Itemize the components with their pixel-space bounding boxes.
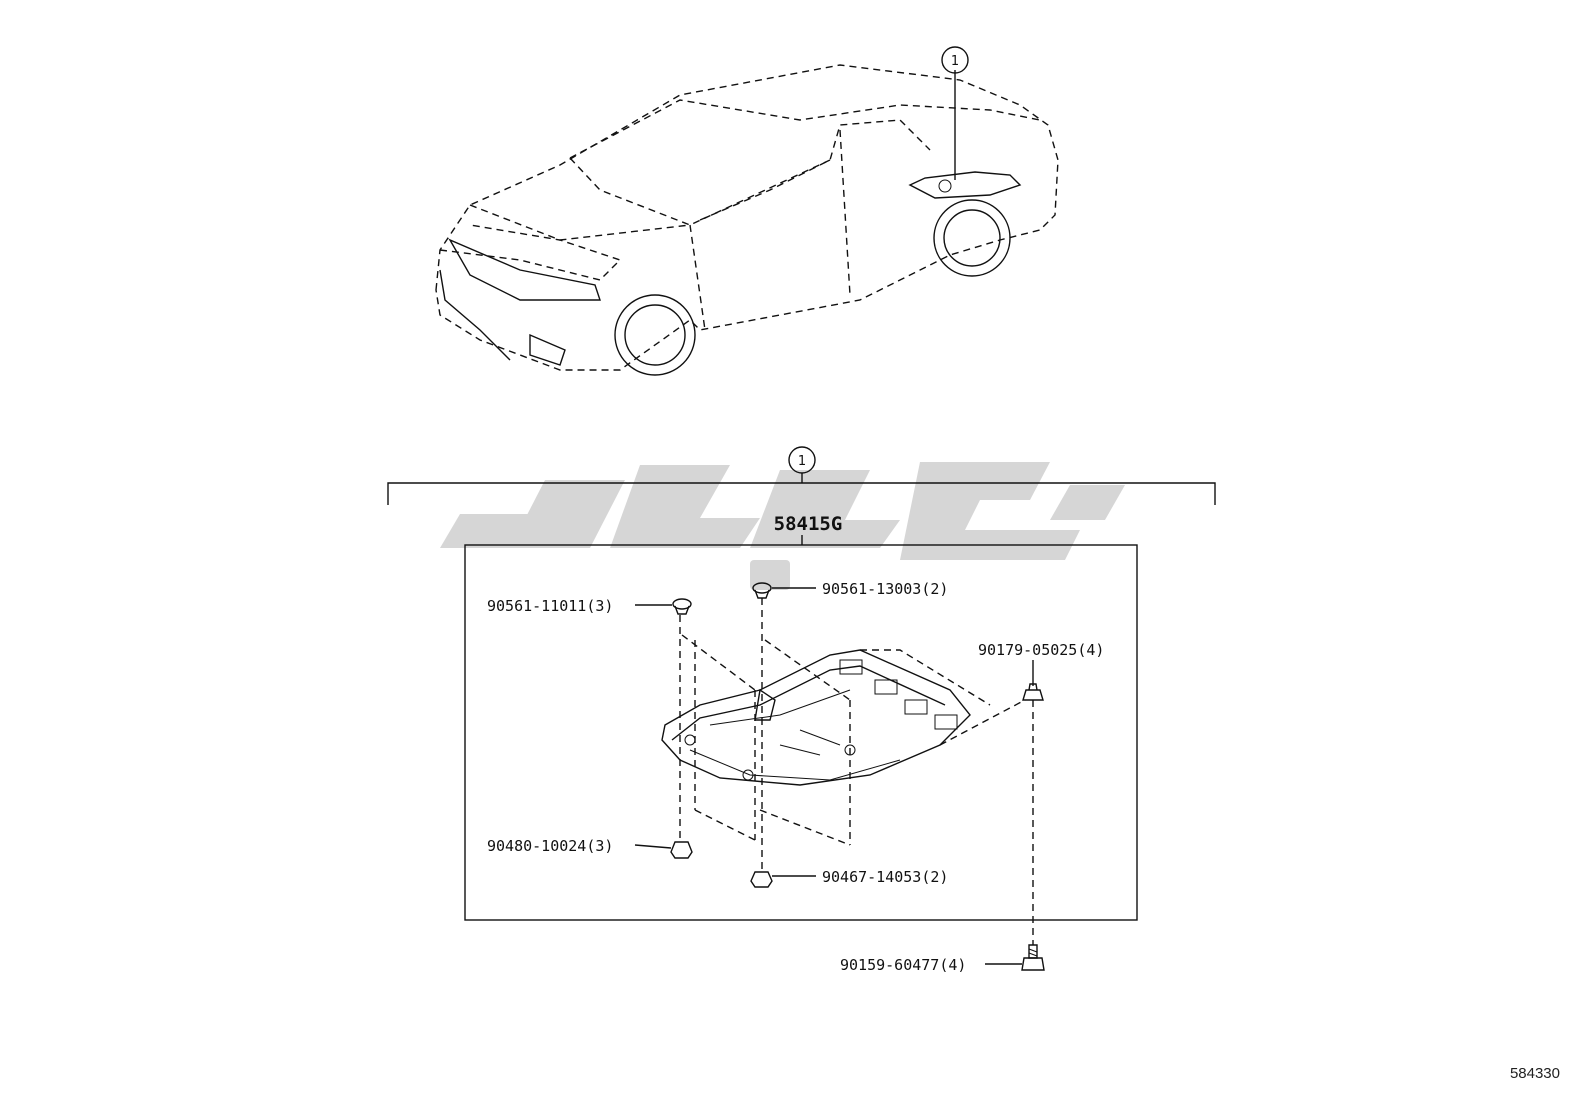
under-cover-panel — [661, 649, 971, 786]
part-label-90561-13003: 90561-13003(2) — [822, 580, 948, 598]
assembly-box — [464, 544, 1138, 921]
figure-number: 584330 — [1510, 1065, 1560, 1082]
fastener-nut-4 — [670, 841, 693, 859]
assembly-part-number: 58415G — [774, 513, 843, 535]
part-label-90159-60477: 90159-60477(4) — [840, 956, 966, 974]
car-illustration — [435, 46, 1059, 376]
leader-lines — [634, 587, 1034, 965]
bracket-callout-number: 1 — [798, 454, 806, 469]
fastener-clip-1 — [672, 598, 692, 615]
part-label-90480-10024: 90480-10024(3) — [487, 837, 613, 855]
car-callout-number: 1 — [951, 54, 959, 69]
part-label-90179-05025: 90179-05025(4) — [978, 641, 1104, 659]
fastener-clip-2 — [752, 582, 772, 599]
part-label-90561-11011: 90561-11011(3) — [487, 597, 613, 615]
assembly-bracket — [387, 446, 1216, 505]
fastener-bolt-6 — [1021, 944, 1045, 971]
assembly-guide-lines — [679, 598, 1034, 945]
part-label-90467-14053: 90467-14053(2) — [822, 868, 948, 886]
fastener-nut-5 — [750, 871, 773, 888]
fastener-nut-3 — [1022, 683, 1044, 701]
